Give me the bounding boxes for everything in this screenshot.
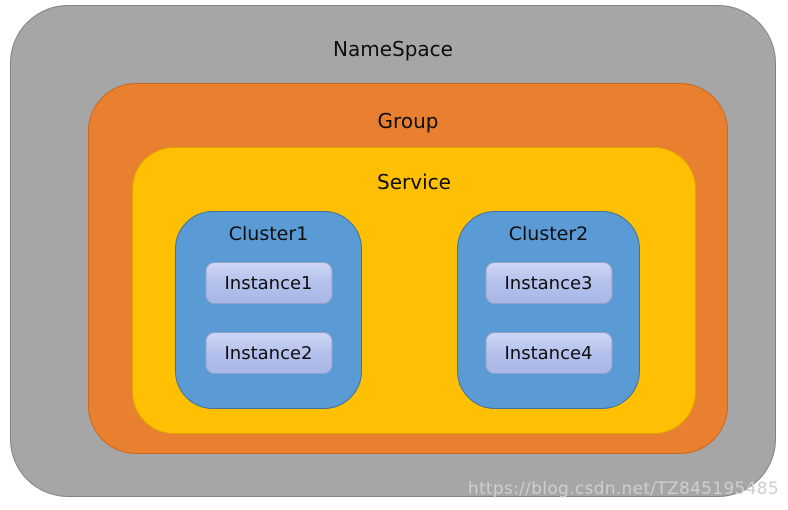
instance1-box: Instance1 (205, 262, 332, 304)
namespace-box: NameSpace Group Service Cluster1 Instanc… (10, 5, 776, 497)
service-box: Service Cluster1 Instance1 Instance2 Clu… (132, 147, 696, 434)
instance3-box: Instance3 (485, 262, 612, 304)
instance4-label: Instance4 (504, 342, 593, 364)
service-label: Service (377, 170, 451, 194)
instance2-label: Instance2 (224, 342, 313, 364)
instance1-label: Instance1 (224, 272, 313, 294)
watermark-text: https://blog.csdn.net/TZ845195485 (467, 479, 779, 499)
cluster1-box: Cluster1 Instance1 Instance2 (175, 211, 362, 409)
cluster1-label: Cluster1 (228, 223, 309, 245)
instance3-label: Instance3 (504, 272, 593, 294)
group-box: Group Service Cluster1 Instance1 Instanc… (88, 83, 728, 454)
instance4-box: Instance4 (485, 332, 612, 374)
namespace-label: NameSpace (333, 37, 453, 61)
cluster2-box: Cluster2 Instance3 Instance4 (457, 211, 640, 409)
group-label: Group (377, 109, 439, 133)
instance2-box: Instance2 (205, 332, 332, 374)
cluster2-label: Cluster2 (508, 223, 589, 245)
